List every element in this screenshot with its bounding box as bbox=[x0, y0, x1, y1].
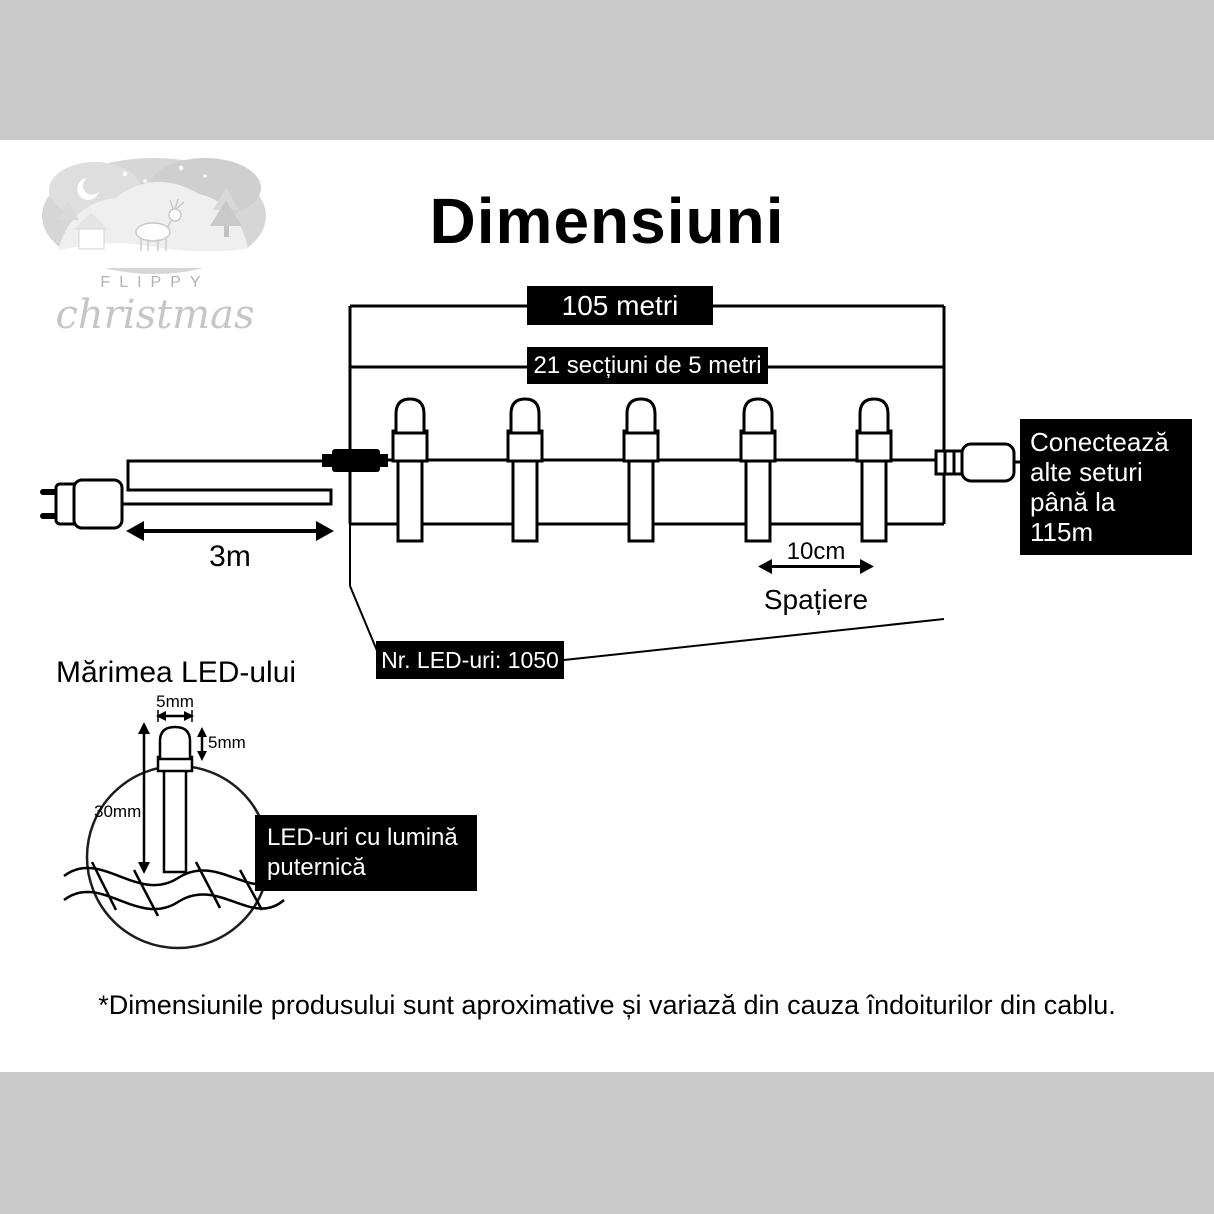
logo-deer-icon bbox=[135, 198, 185, 251]
bottom-margin-band bbox=[0, 1072, 1214, 1214]
logo-script-text: christmas bbox=[55, 292, 255, 338]
logo-tree-small-icon bbox=[57, 201, 79, 220]
led-brightness-note-label: LED-uri cu lumină puternică bbox=[255, 815, 477, 891]
spacing-value-label: 10cm bbox=[786, 538, 846, 565]
footnote-text: *Dimensiunile produsului sunt aproximati… bbox=[98, 990, 1116, 1020]
logo-moon-icon bbox=[77, 178, 99, 200]
logo-papercut-scene bbox=[42, 158, 266, 274]
tip-width-label: 5mm bbox=[156, 692, 194, 711]
logo-brand-text: FLIPPY bbox=[100, 274, 210, 291]
tip-height-label: 5mm bbox=[208, 733, 246, 752]
logo-tree-icon bbox=[213, 187, 239, 210]
top-margin-band bbox=[0, 0, 1214, 140]
lead-length-label: 3m bbox=[209, 540, 251, 573]
led-count-label: Nr. LED-uri: 1050 bbox=[376, 641, 564, 679]
led-size-heading: Mărimea LED-ului bbox=[56, 656, 297, 689]
total-length-label: 105 metri bbox=[527, 286, 713, 325]
logo-star-icon bbox=[122, 171, 128, 177]
connector-note-label: Conectează alte seturi până la 115m bbox=[1020, 419, 1192, 555]
logo-house-icon bbox=[73, 213, 109, 230]
spacing-caption: Spațiere bbox=[763, 584, 869, 615]
body-height-label: 30mm bbox=[94, 802, 142, 821]
page-title: Dimensiuni bbox=[429, 185, 785, 257]
flippy-christmas-logo bbox=[42, 158, 266, 274]
sections-label: 21 secțiuni de 5 metri bbox=[527, 347, 768, 384]
